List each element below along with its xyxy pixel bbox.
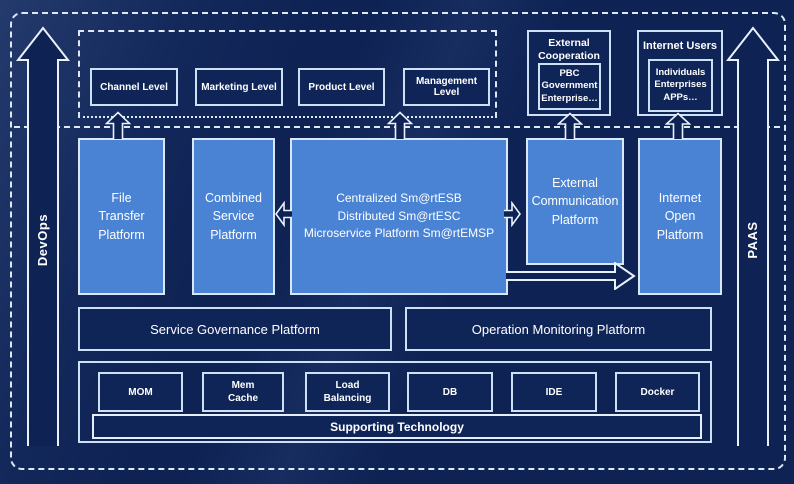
mom-box: MOM bbox=[98, 372, 183, 412]
external-cooperation-title: External Cooperation bbox=[538, 37, 600, 63]
operation-monitoring-platform-label: Operation Monitoring Platform bbox=[471, 321, 646, 337]
paas-rail-label: PAAS bbox=[745, 221, 760, 259]
supporting-technology-container bbox=[78, 361, 712, 443]
mem-cache-box: Mem Cache bbox=[202, 372, 284, 412]
db-label: DB bbox=[442, 386, 458, 398]
product-level-box: Product Level bbox=[298, 68, 385, 106]
docker-box: Docker bbox=[615, 372, 700, 412]
up-arrow-icon bbox=[387, 111, 413, 139]
flow-right-arrow-icon bbox=[506, 262, 636, 290]
ide-label: IDE bbox=[545, 386, 563, 398]
supporting-technology-bar: Supporting Technology bbox=[92, 414, 702, 439]
load-balancing-label: Load Balancing bbox=[323, 380, 372, 404]
load-balancing-box: Load Balancing bbox=[305, 372, 390, 412]
marketing-level-box: Marketing Level bbox=[195, 68, 283, 106]
management-level-label: Management Level bbox=[415, 76, 478, 98]
up-arrow-icon bbox=[105, 111, 131, 139]
external-cooperation-box: External Cooperation PBC Government Ente… bbox=[527, 30, 611, 116]
external-communication-platform-label: External Communication Platform bbox=[531, 176, 619, 227]
internet-users-title: Internet Users bbox=[643, 40, 717, 52]
service-governance-platform-label: Service Governance Platform bbox=[150, 321, 320, 337]
management-level-box: Management Level bbox=[403, 68, 490, 106]
diagram-outer-dashed-border bbox=[10, 12, 786, 470]
file-transfer-platform-box: File Transfer Platform bbox=[78, 138, 165, 295]
external-communication-platform-box: External Communication Platform bbox=[526, 138, 624, 265]
mom-label: MOM bbox=[128, 386, 153, 398]
channel-level-box: Channel Level bbox=[90, 68, 178, 106]
product-level-label: Product Level bbox=[308, 81, 375, 93]
combined-service-platform-label: Combined Service Platform bbox=[205, 191, 262, 242]
individuals-enterprises-apps-box: Individuals Enterprises APPs… bbox=[648, 59, 713, 112]
levels-dashed-container bbox=[78, 30, 497, 118]
db-box: DB bbox=[407, 372, 493, 412]
ide-box: IDE bbox=[511, 372, 597, 412]
mem-cache-label: Mem Cache bbox=[227, 380, 258, 404]
up-arrow-icon bbox=[557, 112, 583, 139]
channel-level-label: Channel Level bbox=[100, 81, 168, 93]
service-governance-platform-box: Service Governance Platform bbox=[78, 307, 392, 351]
file-transfer-platform-label: File Transfer Platform bbox=[98, 191, 145, 242]
pbc-government-enterprise-box: PBC Government Enterprise… bbox=[538, 63, 601, 110]
up-arrow-icon bbox=[665, 112, 691, 139]
marketing-level-label: Marketing Level bbox=[201, 81, 277, 93]
central-esb-platform-label: Centralized Sm@rtESB Distributed Sm@rtES… bbox=[303, 191, 495, 241]
paas-up-arrow-icon bbox=[725, 26, 781, 446]
devops-up-arrow-icon bbox=[15, 26, 71, 446]
supporting-technology-label: Supporting Technology bbox=[330, 419, 464, 434]
central-esb-platform-box: Centralized Sm@rtESB Distributed Sm@rtES… bbox=[290, 138, 508, 295]
devops-rail-label: DevOps bbox=[35, 213, 50, 267]
docker-label: Docker bbox=[640, 386, 675, 398]
internet-open-platform-label: Internet Open Platform bbox=[656, 191, 704, 242]
internet-users-box: Internet Users Individuals Enterprises A… bbox=[637, 30, 723, 116]
combined-service-platform-box: Combined Service Platform bbox=[192, 138, 275, 295]
internet-open-platform-box: Internet Open Platform bbox=[638, 138, 722, 295]
operation-monitoring-platform-box: Operation Monitoring Platform bbox=[405, 307, 712, 351]
left-arrow-icon bbox=[275, 201, 292, 227]
right-arrow-icon bbox=[504, 201, 521, 227]
